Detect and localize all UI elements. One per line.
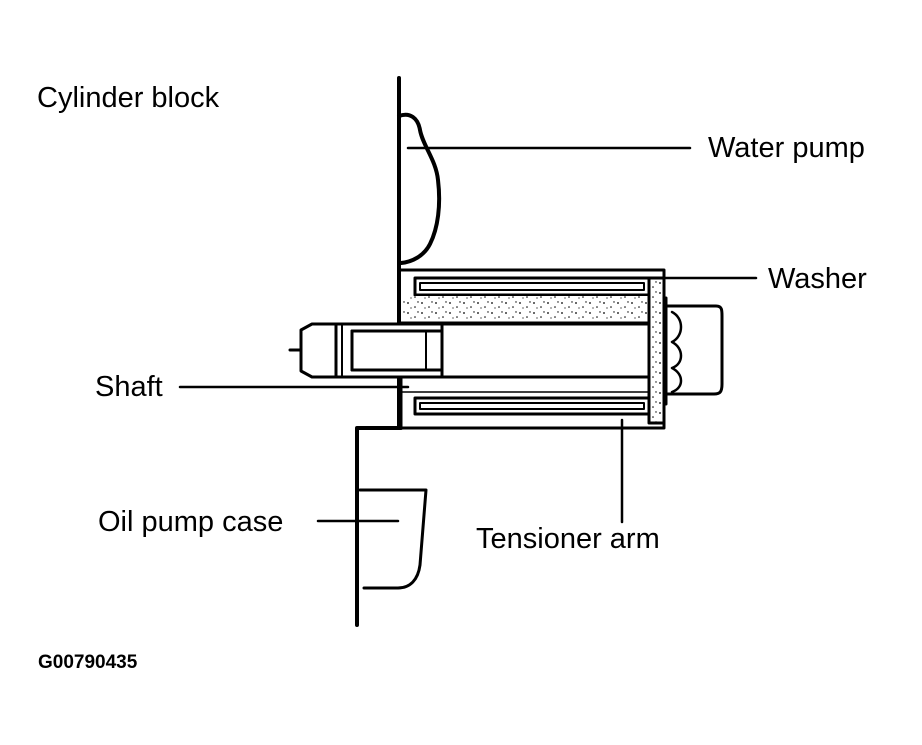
water-pump-outline bbox=[397, 112, 442, 265]
water-pump-label: Water pump bbox=[708, 132, 865, 164]
shaft-label: Shaft bbox=[95, 371, 163, 403]
washer-label: Washer bbox=[768, 263, 867, 295]
oil-pump-case-outline bbox=[358, 488, 428, 590]
washer bbox=[647, 276, 666, 425]
bushing-fill bbox=[403, 296, 649, 321]
bolt-head bbox=[662, 296, 668, 406]
oil-pump-case-wall bbox=[355, 426, 403, 627]
figure-code: G00790435 bbox=[38, 652, 138, 673]
cylinder-block-label: Cylinder block bbox=[37, 82, 220, 114]
oil-pump-case-label: Oil pump case bbox=[98, 506, 284, 538]
tensioner-arm-label: Tensioner arm bbox=[476, 523, 660, 555]
